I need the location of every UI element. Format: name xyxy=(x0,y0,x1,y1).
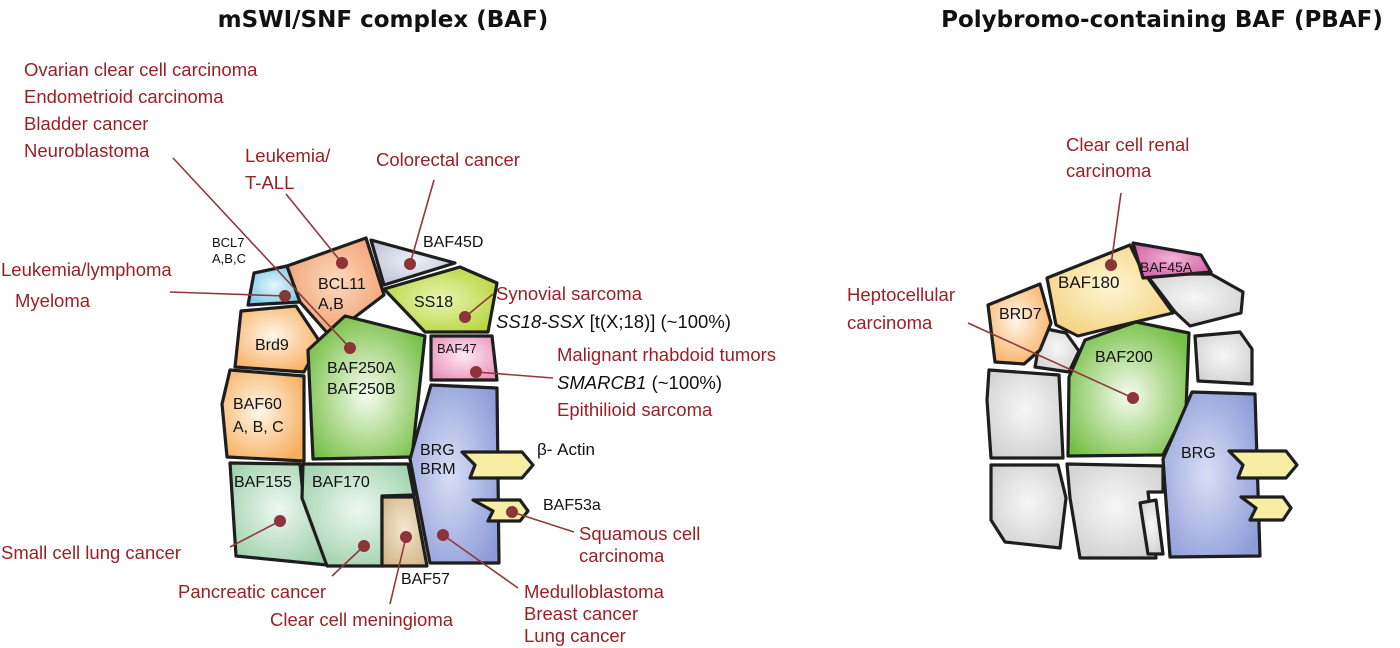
label-baf180: BAF180 xyxy=(1058,273,1119,292)
label-ss18: SS18 xyxy=(414,294,453,311)
subunit-grey-7 xyxy=(1138,498,1165,556)
disease-meningioma: Clear cell meningioma xyxy=(270,609,454,630)
subunit-baf250 xyxy=(306,314,427,461)
baf-leaders xyxy=(169,157,575,605)
subunit-brg xyxy=(408,383,501,565)
subunit-grey-4 xyxy=(985,368,1065,460)
pbaf-title: Polybromo-containing BAF (PBAF) xyxy=(941,7,1383,33)
disease-pancreatic: Pancreatic cancer xyxy=(178,581,326,602)
label-brd7: BRD7 xyxy=(999,306,1042,323)
subunit-grey-2 xyxy=(1193,330,1254,386)
disease-colorectal: Colorectal cancer xyxy=(376,149,520,170)
subunit-arrow-2 xyxy=(1239,495,1293,522)
subunit-grey-5 xyxy=(989,463,1068,550)
label-baf155: BAF155 xyxy=(234,474,292,491)
label-baf47: BAF47 xyxy=(437,341,477,356)
subunit-baf180 xyxy=(1045,243,1175,338)
disease-synovial: Synovial sarcoma xyxy=(496,283,643,304)
disease-smarcb1: SMARCB1 (~100%) xyxy=(557,372,722,393)
subunit-brd7 xyxy=(986,282,1053,366)
label-baf170: BAF170 xyxy=(312,474,370,491)
subunit-baf200 xyxy=(1066,320,1191,458)
subunit-baf60 xyxy=(220,368,306,463)
disease-leukemia-lymphoma: Leukemia/lymphoma Myeloma xyxy=(1,259,177,311)
disease-renal: Clear cell renal carcinoma xyxy=(1066,134,1195,181)
subunit-bcl11 xyxy=(285,236,386,338)
disease-medullo-group: Medulloblastoma Breast cancer Lung cance… xyxy=(524,581,669,646)
subunit-grey-1 xyxy=(1144,272,1245,328)
disease-leukemia-tall: Leukemia/ T-ALL xyxy=(245,145,336,193)
label-beta-actin: β- Actin xyxy=(537,440,595,459)
subunit-beta-actin xyxy=(460,450,535,480)
label-brd9: Brd9 xyxy=(255,337,289,354)
baf-title: mSWI/SNF complex (BAF) xyxy=(218,7,549,33)
label-brg-pbaf: BRG xyxy=(1181,445,1216,462)
pbaf-complex: BAF180 BAF45A BRD7 BAF200 BRG Clear cell… xyxy=(847,134,1299,560)
disease-epithelioid: Epithilioid sarcoma xyxy=(557,399,713,420)
subunit-baf45a xyxy=(1131,241,1213,280)
disease-synovial-fusion: SS18-SSX [t(X;18)] (~100%) xyxy=(496,311,731,332)
label-baf57: BAF57 xyxy=(401,571,450,588)
disease-ovarian-group: Ovarian clear cell carcinoma Endometrioi… xyxy=(24,59,263,161)
label-baf200: BAF200 xyxy=(1095,349,1153,366)
disease-hepatocellular: Heptocellular carcinoma xyxy=(847,284,960,333)
subunit-arrow-1 xyxy=(1227,449,1299,480)
label-baf45a: BAF45A xyxy=(1140,259,1193,275)
label-baf45d: BAF45D xyxy=(423,234,483,251)
label-baf53a: BAF53a xyxy=(543,497,601,514)
fusion-gene-ss18-ssx: SS18-SSX xyxy=(496,311,585,332)
disease-rhabdoid: Malignant rhabdoid tumors xyxy=(557,344,776,365)
disease-squamous: Squamous cell carcinoma xyxy=(579,523,705,566)
subunit-brg-pbaf xyxy=(1161,390,1262,559)
gene-smarcb1: SMARCB1 xyxy=(557,372,646,393)
disease-small-cell-lung: Small cell lung cancer xyxy=(1,542,181,563)
